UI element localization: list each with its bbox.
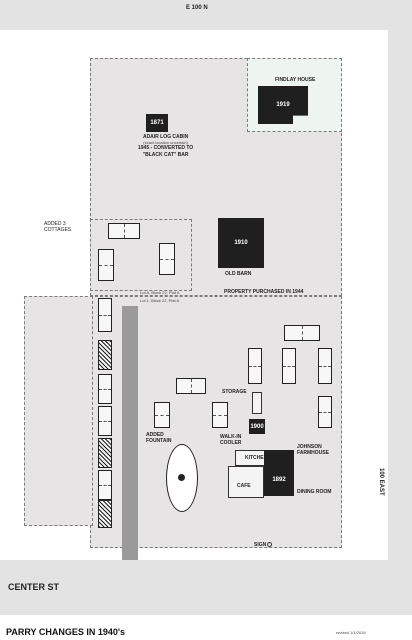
walk-in-cooler-label: WALK-IN COOLER [220, 434, 254, 447]
footer-title: PARRY CHANGES IN 1940's [6, 627, 126, 637]
old-barn-label: OLD BARN [225, 271, 252, 277]
cafe-room [228, 466, 264, 498]
old-barn: 1910 [218, 218, 264, 268]
log-cabin-label: ADAIR LOG CABIN (exact location uncertai… [138, 134, 193, 158]
east-street [388, 0, 412, 615]
cafe-label: CAFE [237, 483, 251, 489]
johnson-farmhouse: 1892 [264, 450, 294, 496]
log-cabin-year: 1871 [150, 120, 164, 126]
storage-label: STORAGE [222, 389, 247, 395]
west-lot [24, 296, 93, 526]
cottage [98, 374, 112, 404]
north-street [0, 0, 412, 30]
kitchen-label: KITCHEN [245, 455, 268, 461]
sign-label: SIGN [254, 542, 267, 548]
cottage [284, 325, 320, 341]
driveway [122, 306, 138, 560]
log-cabin-note: (exact location uncertain) [143, 140, 188, 146]
added-cottages-text: ADDED 3 COTTAGES [44, 221, 72, 234]
log-cabin-conversion: 1945 - CONVERTED TO [138, 145, 194, 152]
log-cabin-bar: "BLACK CAT" BAR [142, 151, 189, 158]
center-street [0, 560, 412, 615]
property-purchased-label: PROPERTY PURCHASED IN 1944 [224, 289, 304, 295]
fountain-center [178, 474, 185, 481]
revised-date: revised 1/1/2016 [336, 630, 366, 635]
cottage [98, 298, 112, 332]
cottage [318, 348, 332, 384]
log-cabin-name: ADAIR LOG CABIN [142, 134, 189, 140]
walk-in-cooler: 1900 [249, 419, 265, 434]
farmhouse-text: JOHNSON FARMHOUSE [297, 444, 329, 457]
hatched-cottage [98, 500, 112, 528]
north-street-label: E 100 N [186, 5, 208, 11]
cottage [108, 223, 140, 239]
adair-log-cabin: 1871 [146, 114, 168, 132]
added-fountain-label: ADDED FOUNTAIN [146, 432, 176, 445]
storage-building [252, 392, 262, 414]
cottage [282, 348, 296, 384]
sign-marker [267, 542, 272, 547]
east-street-label: 100 EAST [378, 468, 384, 496]
dining-room-label: DINING ROOM [297, 489, 332, 495]
cottage [212, 402, 228, 428]
cottage [154, 402, 170, 428]
walk-in-cooler-text: WALK-IN COOLER [220, 434, 242, 447]
finlay-house-year: 1919 [276, 102, 290, 108]
cottage [159, 243, 175, 275]
farmhouse-label: JOHNSON FARMHOUSE [297, 444, 335, 457]
added-cottages-label: ADDED 3 COTTAGES [44, 221, 74, 234]
footer-bar [0, 615, 388, 640]
old-barn-year: 1910 [234, 240, 248, 246]
added-fountain-text: ADDED FOUNTAIN [146, 432, 172, 445]
cottage [248, 348, 262, 384]
cottage [98, 406, 112, 436]
cottage [98, 249, 114, 281]
lot-a-label: Lot A, Block 22, Plat A [140, 290, 180, 295]
hatched-cottage [98, 438, 112, 468]
cottage [318, 396, 332, 428]
hatched-cottage [98, 340, 112, 370]
cottage [98, 470, 112, 500]
cottage [176, 378, 206, 394]
center-street-label: CENTER ST [8, 582, 60, 592]
walk-in-cooler-year: 1900 [250, 423, 264, 430]
lot-1-label: Lot 1, Block 22, Plat A [140, 298, 180, 303]
finlay-house-label: FINDLAY HOUSE [275, 77, 316, 83]
farmhouse-year: 1892 [272, 477, 286, 483]
